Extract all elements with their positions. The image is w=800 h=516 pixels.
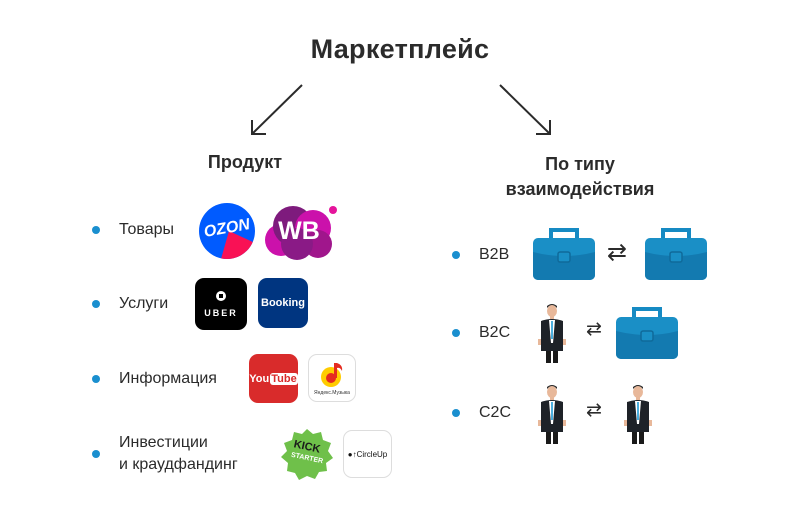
label-b2c: B2C xyxy=(479,324,511,341)
bullet xyxy=(92,300,100,308)
exchange-arrows-icon: ⇄ xyxy=(586,400,602,421)
logo-ozon: OZON xyxy=(199,203,255,259)
heading-product: Продукт xyxy=(207,152,283,172)
uber-text: UBER xyxy=(204,307,238,318)
person-icon xyxy=(538,304,566,363)
person-icon xyxy=(624,385,652,444)
logo-booking: Booking xyxy=(258,278,308,328)
briefcase-icon xyxy=(533,228,595,280)
bullet xyxy=(92,375,100,383)
label-investments-line2: и краудфандинг xyxy=(119,456,238,473)
exchange-arrows-icon: ⇄ xyxy=(607,239,628,266)
logo-circleup: ●↑CircleUp xyxy=(343,430,392,478)
heading-interaction-line1: По типу xyxy=(545,154,615,174)
arrow-down-right-icon xyxy=(499,84,551,135)
logo-youtube: You Tube xyxy=(249,354,298,403)
label-c2c: C2C xyxy=(479,404,512,421)
logo-wildberries: WB xyxy=(263,204,339,260)
diagram-title: Маркетплейс xyxy=(310,34,490,64)
circleup-text: CircleUp xyxy=(356,449,388,459)
label-investments-line1: Инвестиции xyxy=(119,434,208,451)
booking-text: Booking xyxy=(261,297,305,309)
logo-yandex-music: Яндекс.Музыка xyxy=(308,354,356,402)
bullet xyxy=(92,226,100,234)
yandex-music-text: Яндекс.Музыка xyxy=(314,390,350,396)
exchange-arrows-icon: ⇄ xyxy=(586,319,602,340)
wb-text: WB xyxy=(278,217,320,245)
label-goods: Товары xyxy=(119,221,175,238)
briefcase-icon xyxy=(645,228,707,280)
youtube-text-b: Tube xyxy=(270,372,298,385)
bullet xyxy=(452,329,460,337)
uber-icon xyxy=(216,290,226,301)
bullet xyxy=(92,450,100,458)
logo-uber: UBER xyxy=(195,278,247,330)
label-information: Информация xyxy=(119,370,217,387)
logo-kickstarter: KICK STARTER xyxy=(280,428,334,482)
label-b2b: B2B xyxy=(479,246,510,263)
briefcase-icon xyxy=(616,307,678,359)
bullet xyxy=(452,251,460,259)
youtube-text-a: You xyxy=(249,372,270,385)
heading-interaction-line2: взаимодействия xyxy=(505,179,655,199)
person-icon xyxy=(538,385,566,444)
bullet xyxy=(452,409,460,417)
music-note-icon xyxy=(321,363,343,387)
label-services: Услуги xyxy=(119,295,169,312)
arrow-down-left-icon xyxy=(251,84,303,135)
